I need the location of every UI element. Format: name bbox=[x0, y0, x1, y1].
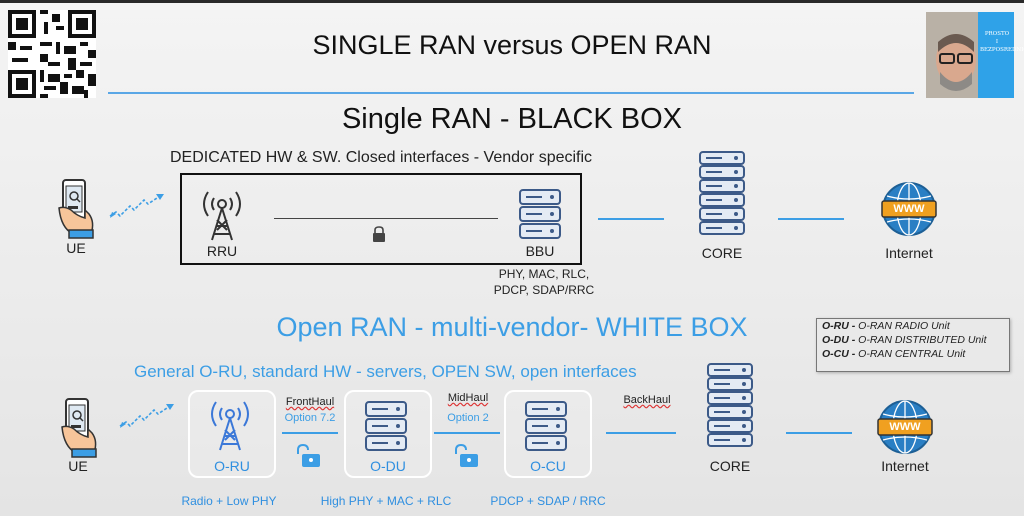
legend-box: O-RU - O-RAN RADIO Unit O-DU - O-RAN DIS… bbox=[816, 318, 1010, 372]
logo-line-1: PROSTO bbox=[984, 31, 1010, 37]
legend-abbr: O-CU - bbox=[822, 348, 856, 360]
top-bar bbox=[0, 0, 1024, 3]
page-title: SINGLE RAN versus OPEN RAN bbox=[312, 30, 712, 60]
single-ran-subtitle: DEDICATED HW & SW. Closed interfaces - V… bbox=[170, 149, 593, 166]
ue-label: UE bbox=[68, 458, 88, 474]
o-ru-label: O-RU bbox=[214, 458, 250, 474]
o-du-description: High PHY + MAC + RLC bbox=[320, 494, 452, 508]
o-du-server-icon bbox=[365, 401, 407, 451]
phone-hand-icon bbox=[58, 179, 94, 239]
legend-item: O-DU - O-RAN DISTRIBUTED Unit bbox=[822, 333, 1009, 347]
bbu-functions-line-1: PHY, MAC, RLC, bbox=[498, 267, 590, 281]
legend-item: O-RU - O-RAN RADIO Unit bbox=[822, 319, 1009, 333]
presenter-photo: PROSTO I BEZPOSREDNIO bbox=[926, 12, 1024, 98]
internet-label: Internet bbox=[885, 245, 933, 261]
backhaul-link bbox=[606, 432, 676, 434]
open-ran-subtitle: General O-RU, standard HW - servers, OPE… bbox=[134, 362, 637, 381]
o-ru-tower-icon bbox=[211, 401, 249, 451]
midhaul-link bbox=[434, 432, 500, 434]
www-banner-text: WWW bbox=[893, 203, 925, 215]
core-label: CORE bbox=[709, 458, 751, 474]
qr-code-icon bbox=[8, 10, 96, 98]
www-banner-text: WWW bbox=[889, 421, 921, 433]
internet-globe-icon bbox=[881, 182, 937, 236]
core-server-rack-icon bbox=[699, 151, 745, 235]
black-box-frame bbox=[180, 173, 582, 265]
core-server-rack-icon bbox=[707, 363, 753, 447]
logo-line-2: I bbox=[995, 39, 999, 45]
fronthaul-option: Option 7.2 bbox=[284, 412, 336, 424]
rru-label: RRU bbox=[206, 243, 238, 259]
internet-label: Internet bbox=[881, 458, 929, 474]
closed-interface-line bbox=[274, 218, 498, 219]
lock-open-icon bbox=[297, 444, 320, 467]
o-cu-label: O-CU bbox=[530, 458, 566, 474]
backhaul-label: BackHaul bbox=[623, 394, 671, 406]
core-internet-link bbox=[786, 432, 852, 434]
bbu-label: BBU bbox=[525, 243, 555, 259]
core-internet-link bbox=[778, 218, 844, 220]
presenter-avatar-icon bbox=[926, 12, 1014, 98]
fronthaul-label: FrontHaul bbox=[285, 396, 335, 408]
o-cu-description: PDCP + SDAP / RRC bbox=[490, 494, 606, 508]
bbu-functions: PHY, MAC, RLC, PDCP, SDAP/RRC bbox=[484, 266, 604, 298]
title-underline bbox=[108, 92, 914, 94]
legend-abbr: O-RU - bbox=[822, 320, 856, 332]
single-ran-heading: Single RAN - BLACK BOX bbox=[341, 103, 683, 135]
legend-item: O-CU - O-RAN CENTRAL Unit bbox=[822, 347, 1009, 361]
midhaul-label: MidHaul bbox=[447, 392, 489, 404]
bbu-functions-line-2: PDCP, SDAP/RRC bbox=[493, 283, 595, 297]
o-ru-description: Radio + Low PHY bbox=[181, 494, 277, 508]
internet-globe-icon bbox=[877, 400, 933, 454]
midhaul-option: Option 2 bbox=[447, 412, 489, 424]
logo-line-3: BEZPOSREDNIO bbox=[980, 47, 1024, 53]
legend-abbr: O-DU - bbox=[822, 334, 856, 346]
bbu-core-link bbox=[598, 218, 664, 220]
lock-closed-icon bbox=[373, 226, 385, 242]
bbu-server-icon bbox=[519, 189, 561, 239]
o-du-label: O-DU bbox=[370, 458, 406, 474]
lock-open-icon bbox=[455, 444, 478, 467]
legend-text: O-RAN RADIO Unit bbox=[858, 320, 950, 332]
phone-hand-icon bbox=[61, 398, 97, 458]
wireless-link-icon bbox=[109, 194, 164, 218]
fronthaul-link bbox=[282, 432, 338, 434]
radio-tower-icon bbox=[203, 191, 241, 241]
legend-text: O-RAN CENTRAL Unit bbox=[858, 348, 966, 360]
ue-label: UE bbox=[66, 240, 86, 256]
core-label: CORE bbox=[701, 245, 743, 261]
legend-text: O-RAN DISTRIBUTED Unit bbox=[858, 334, 987, 346]
wireless-link-icon bbox=[119, 404, 174, 428]
o-cu-server-icon bbox=[525, 401, 567, 451]
open-ran-heading: Open RAN - multi-vendor- WHITE BOX bbox=[276, 312, 748, 342]
